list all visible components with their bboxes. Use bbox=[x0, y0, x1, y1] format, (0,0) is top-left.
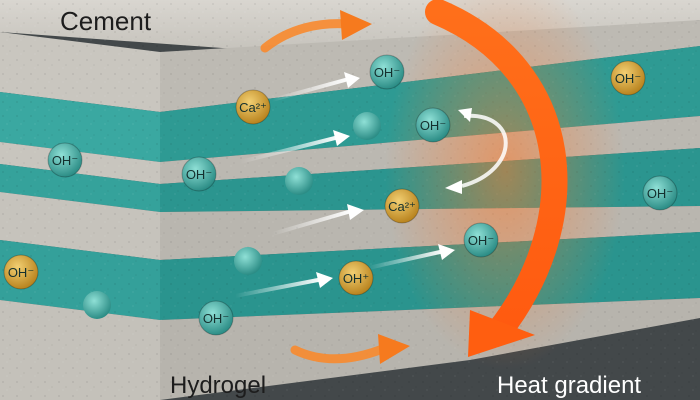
heat-arrow-bottom-head bbox=[378, 334, 410, 364]
ion-label: OH⁻ bbox=[468, 233, 494, 248]
calcium-ion bbox=[384, 188, 420, 224]
hydroxide-ion bbox=[463, 222, 499, 258]
ion-label: Ca²⁺ bbox=[388, 199, 416, 214]
ion-label: OH⁻ bbox=[203, 311, 229, 326]
ion-label: OH⁻ bbox=[420, 118, 446, 133]
ion-flow-arrowheads bbox=[316, 72, 455, 288]
cement-label: Cement bbox=[60, 6, 152, 36]
hydroxide-ion bbox=[181, 156, 217, 192]
calcium-ion bbox=[610, 60, 646, 96]
heat-arrow-top bbox=[260, 19, 353, 53]
heat-gradient-label: Heat gradient bbox=[497, 372, 641, 399]
hydrogel-bead bbox=[353, 112, 381, 140]
heat-gradient-arrow bbox=[425, 0, 568, 343]
hydroxide-ion bbox=[642, 175, 678, 211]
ion-label: OH⁻ bbox=[615, 71, 641, 86]
ion-group: Ca²⁺ OH⁻ OH⁻ OH⁻ OH⁻ OH⁻ OH⁻ Ca²⁺ OH⁻ OH⁻ OH⁺ OH⁻ bbox=[3, 54, 678, 336]
hydroxide-ion bbox=[369, 54, 405, 90]
ion-return-arrowhead-top bbox=[458, 108, 472, 122]
hydrogel-bead bbox=[83, 291, 111, 319]
ion-label: OH⁻ bbox=[647, 186, 673, 201]
hydrogel-bead bbox=[285, 167, 313, 195]
calcium-ion bbox=[3, 254, 39, 290]
ion-label: OH⁻ bbox=[186, 167, 212, 182]
ion-return-arrow bbox=[461, 113, 508, 188]
ion-flow-arrows bbox=[233, 78, 442, 298]
heat-arrow-bottom bbox=[290, 343, 390, 364]
ion-return-arrowhead-bottom bbox=[445, 180, 462, 194]
hydroxide-ion bbox=[415, 107, 451, 143]
calcium-ion bbox=[338, 260, 374, 296]
ion-label: Ca²⁺ bbox=[239, 100, 267, 115]
hydrogel-bead bbox=[234, 247, 262, 275]
hydroxide-ion bbox=[198, 300, 234, 336]
heat-gradient-arrowhead bbox=[468, 310, 535, 357]
ion-label: OH⁻ bbox=[374, 65, 400, 80]
heat-glow bbox=[385, 0, 625, 370]
hydrogel-label: Hydrogel bbox=[170, 372, 266, 399]
ion-label: OH⁺ bbox=[343, 271, 369, 286]
ion-label: OH⁻ bbox=[52, 153, 78, 168]
heat-arrow-top-head bbox=[340, 10, 372, 40]
calcium-ion bbox=[235, 89, 271, 125]
hydroxide-ion bbox=[47, 142, 83, 178]
ion-label: OH⁻ bbox=[8, 265, 34, 280]
